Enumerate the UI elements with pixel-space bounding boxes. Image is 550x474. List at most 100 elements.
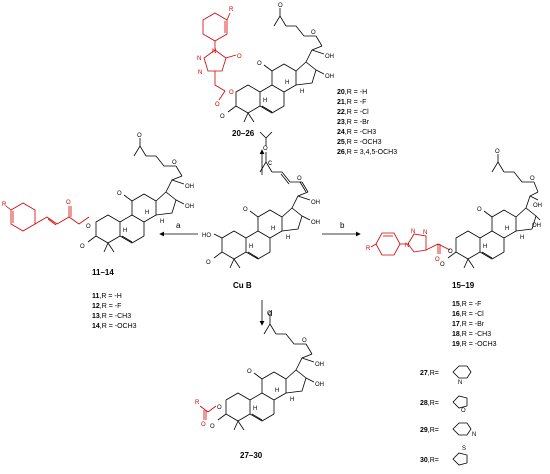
- substituent-item: 16,R = -Cl: [452, 311, 484, 318]
- atom-label: H: [290, 397, 294, 403]
- atom-label: O: [302, 338, 307, 344]
- compound-range-label-right: 15–19: [452, 281, 475, 290]
- compound-structure-27-30: R O O O O H H H OH OH O O: [195, 311, 324, 431]
- atom-label: OH: [185, 184, 194, 190]
- atom-label: H: [123, 228, 127, 234]
- atom-label: O: [220, 114, 225, 120]
- compound-structure-20-26: R N N N O O O O O H H H OH OH O: [197, 3, 334, 123]
- atom-label: H: [483, 244, 487, 250]
- atom-label: N: [458, 380, 462, 386]
- atom-label: O: [267, 311, 272, 317]
- step-label-d: d: [268, 309, 272, 318]
- atom-label: OH: [311, 220, 320, 226]
- atom-label: O: [495, 149, 500, 155]
- furan-icon: [452, 395, 468, 409]
- compound-structure-11-14: R O O O O H H H OH OH O O: [2, 133, 194, 253]
- atom-label: N: [198, 70, 202, 76]
- atom-label: H: [286, 235, 290, 241]
- atom-label: O: [311, 30, 316, 36]
- atom-label: H: [271, 226, 275, 232]
- atom-label: H: [505, 226, 509, 232]
- atom-label: O: [257, 61, 262, 67]
- substituent-item: 25,R = -OCH3: [337, 139, 382, 146]
- atom-label: H: [160, 219, 164, 225]
- atom-label: O: [448, 249, 453, 255]
- atom-label: O: [215, 102, 220, 108]
- atom-label: O: [137, 133, 142, 139]
- substituent-item: 23,R = -Br: [337, 119, 370, 126]
- substituent-item: 15,R = -F: [452, 301, 481, 308]
- atom-label: O: [247, 369, 252, 375]
- atom-label: N: [197, 56, 201, 62]
- atom-label: O: [440, 262, 445, 268]
- atom-label: O: [278, 3, 283, 9]
- atom-label: O: [210, 424, 215, 430]
- atom-label: N: [212, 49, 216, 55]
- substituent-item: 12,R = -F: [92, 303, 121, 310]
- atom-label: H: [253, 406, 257, 412]
- atom-label: OH: [311, 200, 320, 206]
- substituent-item: 26,R = 3,4,5-OCH3: [337, 149, 397, 156]
- atom-label: HO: [202, 233, 211, 239]
- step-label-c: c: [268, 158, 272, 167]
- heteroaryl-item: 28,R=: [420, 400, 439, 407]
- atom-label: O: [217, 405, 222, 411]
- atom-label: S: [462, 446, 466, 452]
- atom-label: O: [530, 176, 535, 182]
- heteroaryl-item: 29,R=: [420, 427, 439, 434]
- substituent-item: 17,R = -Br: [452, 321, 485, 328]
- substituent-item: 11,R = -H: [92, 293, 122, 300]
- atom-label: H: [275, 388, 279, 394]
- atom-label: O: [86, 224, 91, 230]
- substituent-item: 14,R = -OCH3: [92, 323, 137, 330]
- heteroaryl-list-27-30: 27,R= N 28,R= O 29,R= N 30,R= S: [420, 365, 476, 466]
- r-group-label: R: [229, 7, 234, 13]
- atom-label: O: [66, 200, 71, 206]
- atom-label: OH: [325, 54, 334, 60]
- atom-label: O: [435, 257, 440, 263]
- thiophene-icon: [452, 452, 468, 466]
- atom-label: H: [520, 235, 524, 241]
- substituent-list-15-19: 15,R = -F 16,R = -Cl 17,R = -Br 18,R = -…: [452, 301, 497, 348]
- pyridine-3-yl-icon: [452, 422, 472, 436]
- atom-label: O: [243, 207, 248, 213]
- compound-range-label-top: 20–26: [232, 129, 255, 138]
- heteroaryl-item: 30,R=: [420, 457, 439, 464]
- substituent-list-20-26: 20,R = -H 21,R = -F 22,R = -Cl 23,R = -B…: [337, 89, 397, 156]
- atom-label: N: [472, 432, 476, 438]
- atom-label: O: [297, 176, 302, 182]
- cucurbitacin-b-structure: O O HO H H H OH OH O O: [202, 131, 320, 269]
- atom-label: OH: [325, 74, 334, 80]
- substituent-item: 13,R = -CH3: [92, 313, 131, 320]
- atom-label: O: [206, 260, 211, 266]
- substituent-list-11-14: 11,R = -H 12,R = -F 13,R = -CH3 14,R = -…: [92, 293, 137, 330]
- atom-label: H: [145, 210, 149, 216]
- atom-label: O: [172, 160, 177, 166]
- compound-range-label-bottom: 27–30: [240, 451, 263, 460]
- atom-label: O: [80, 244, 85, 250]
- substituent-item: 24,R = -CH3: [337, 129, 376, 136]
- step-label-b: b: [340, 221, 345, 230]
- atom-label: O: [201, 422, 206, 428]
- atom-label: OH: [315, 382, 324, 388]
- substituent-item: 20,R = -H: [337, 89, 367, 96]
- atom-label: H: [249, 244, 253, 250]
- substituent-item: 22,R = -Cl: [337, 109, 369, 116]
- atom-label: O: [237, 54, 242, 60]
- atom-label: O: [461, 408, 466, 414]
- substituent-item: 21,R = -F: [337, 99, 366, 106]
- atom-label: H: [300, 89, 304, 95]
- compound-structure-15-19: R N N N O O O O H H H OH OH O: [366, 149, 542, 269]
- atom-label: OH: [185, 204, 194, 210]
- heteroaryl-item: 27,R=: [420, 370, 439, 377]
- atom-label: H: [285, 80, 289, 86]
- atom-label: N: [423, 230, 427, 236]
- substituent-item: 18,R = -CH3: [452, 331, 491, 338]
- atom-label: O: [229, 90, 234, 96]
- atom-label: O: [117, 191, 122, 197]
- substituent-item: 19,R = -OCH3: [452, 341, 497, 348]
- r-group-label: R: [195, 400, 200, 406]
- atom-label: OH: [533, 203, 542, 209]
- r-group-label: R: [2, 202, 7, 208]
